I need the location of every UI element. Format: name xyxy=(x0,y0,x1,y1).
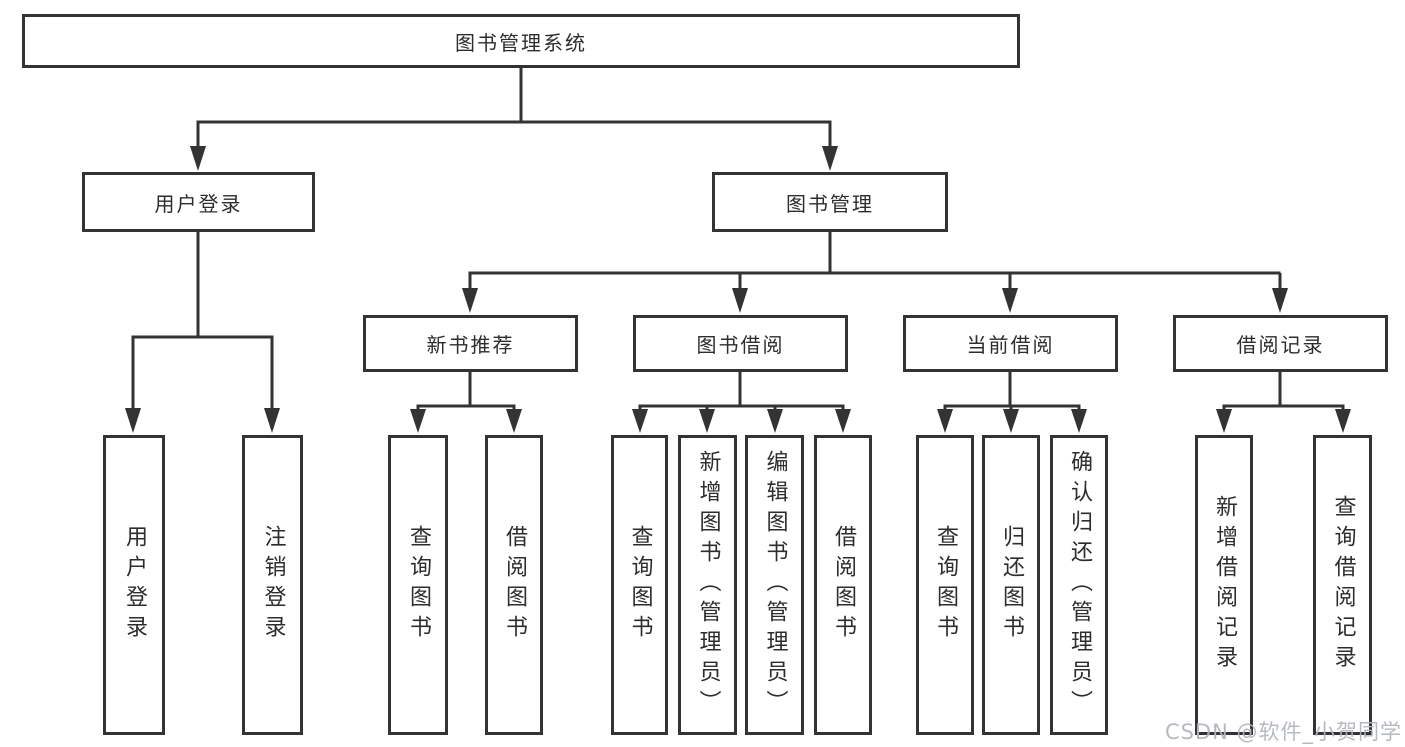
node-root: 图书管理系统 xyxy=(22,14,1020,68)
node-user-login-label: 用户登录 xyxy=(154,191,243,216)
node-user-login: 用户登录 xyxy=(82,172,315,232)
node-current-borrow: 当前借阅 xyxy=(903,315,1118,372)
leaf-borrow-query-book-label: 查询图书 xyxy=(627,525,653,645)
leaf-logout-label: 注销登录 xyxy=(260,525,286,645)
node-book-management-label: 图书管理 xyxy=(786,191,874,216)
leaf-logout: 注销登录 xyxy=(242,435,303,735)
leaf-current-query-book-label: 查询图书 xyxy=(933,525,958,645)
node-book-management: 图书管理 xyxy=(712,172,948,232)
leaf-confirm-return-admin: 确认归还（管理员） xyxy=(1050,435,1108,735)
leaf-borrow-book: 借阅图书 xyxy=(814,435,872,735)
leaf-edit-book-admin: 编辑图书（管理员） xyxy=(745,435,804,735)
leaf-add-book-admin-label: 新增图书（管理员） xyxy=(695,450,721,720)
leaf-recommend-query-book-label: 查询图书 xyxy=(406,525,431,645)
leaf-current-query-book: 查询图书 xyxy=(916,435,974,735)
leaf-return-book: 归还图书 xyxy=(982,435,1040,735)
node-borrow-records: 借阅记录 xyxy=(1173,315,1388,372)
node-new-book-recommend: 新书推荐 xyxy=(363,315,578,372)
leaf-user-login: 用户登录 xyxy=(103,435,165,735)
node-new-book-recommend-label: 新书推荐 xyxy=(426,333,515,357)
leaf-add-borrow-record-label: 新增借阅记录 xyxy=(1212,495,1237,675)
node-book-borrow-label: 图书借阅 xyxy=(696,333,785,357)
leaf-borrow-query-book: 查询图书 xyxy=(611,435,668,735)
leaf-borrow-book-label: 借阅图书 xyxy=(831,525,856,645)
leaf-add-borrow-record: 新增借阅记录 xyxy=(1195,435,1253,735)
node-current-borrow-label: 当前借阅 xyxy=(966,333,1055,357)
leaf-recommend-query-book: 查询图书 xyxy=(388,435,448,735)
leaf-user-login-label: 用户登录 xyxy=(122,525,147,645)
leaf-confirm-return-admin-label: 确认归还（管理员） xyxy=(1067,450,1092,720)
leaf-recommend-borrow-book-label: 借阅图书 xyxy=(502,525,527,645)
leaf-edit-book-admin-label: 编辑图书（管理员） xyxy=(762,450,788,720)
node-borrow-records-label: 借阅记录 xyxy=(1236,333,1325,357)
leaf-add-book-admin: 新增图书（管理员） xyxy=(678,435,737,735)
csdn-watermark: CSDN @软件_小贺同学 xyxy=(1164,720,1402,744)
leaf-query-borrow-record-label: 查询借阅记录 xyxy=(1330,495,1356,675)
leaf-query-borrow-record: 查询借阅记录 xyxy=(1313,435,1372,735)
leaf-recommend-borrow-book: 借阅图书 xyxy=(485,435,543,735)
leaf-return-book-label: 归还图书 xyxy=(999,525,1024,645)
node-root-label: 图书管理系统 xyxy=(455,30,587,55)
node-book-borrow: 图书借阅 xyxy=(633,315,848,372)
